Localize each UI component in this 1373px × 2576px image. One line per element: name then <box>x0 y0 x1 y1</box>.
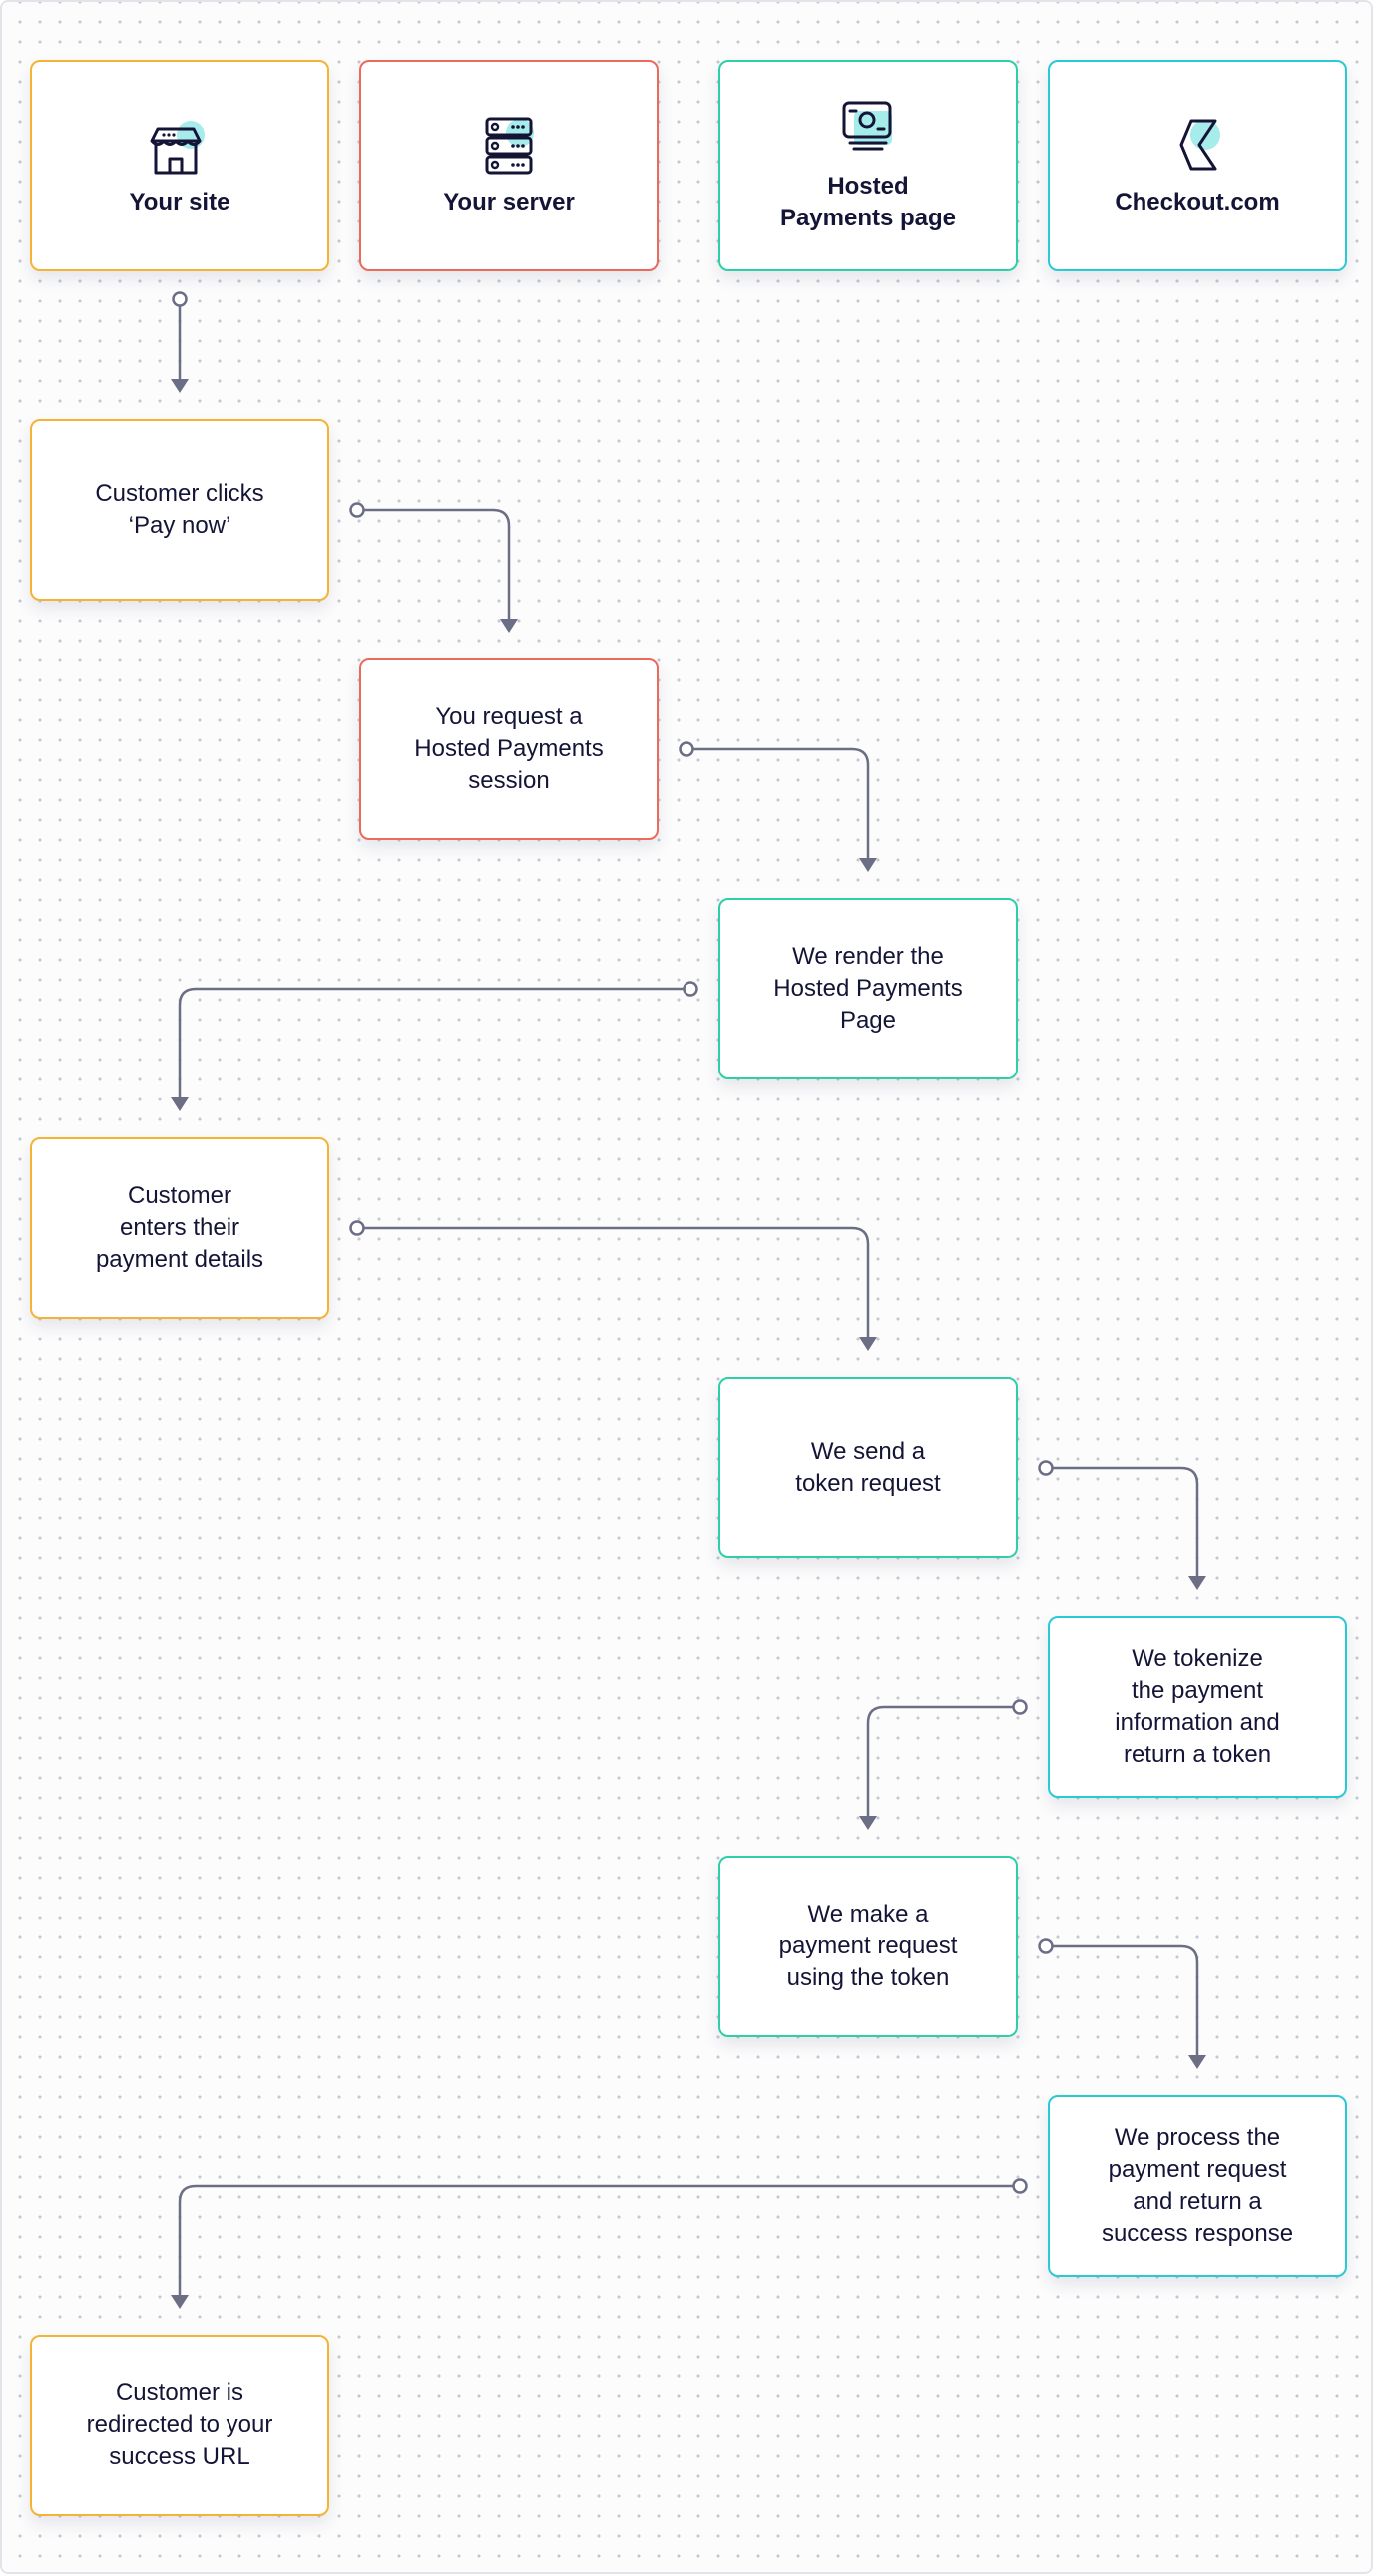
connector-line <box>178 2184 1014 2297</box>
arrow-head <box>859 858 877 872</box>
lane-header-hosted-payments-page: Hosted Payments page <box>718 60 1018 271</box>
step-send-token-request: We send a token request <box>718 1377 1018 1558</box>
step-label: Customer clicks ‘Pay now’ <box>95 480 264 539</box>
lane-header-your-server: Your server <box>359 60 659 271</box>
lane-header-label: Checkout.com <box>1115 189 1280 215</box>
arrow-head <box>1188 1576 1206 1590</box>
checkout-logo-icon <box>1161 113 1233 177</box>
connector-line <box>692 747 870 860</box>
connector-start-dot <box>172 291 188 307</box>
arrow-head <box>171 2295 189 2309</box>
step-label: You request a Hosted Payments session <box>414 703 604 794</box>
arrow-head <box>500 619 518 633</box>
lane-header-label: Your site <box>129 189 230 215</box>
step-label: We make a payment request using the toke… <box>778 1901 958 1991</box>
connector-line <box>866 1705 1014 1818</box>
step-make-payment-request: We make a payment request using the toke… <box>718 1856 1018 2037</box>
arrow-head <box>859 1337 877 1351</box>
step-label: We send a token request <box>795 1438 941 1497</box>
arrow-head <box>171 1097 189 1111</box>
step-label: We render the Hosted Payments Page <box>773 943 963 1034</box>
step-label: Customer is redirected to your success U… <box>86 2379 273 2470</box>
connector-line <box>363 508 511 621</box>
storefront-icon <box>144 113 216 177</box>
connector-line <box>1052 1944 1199 2057</box>
server-icon <box>473 113 545 177</box>
step-customer-clicks-pay-now: Customer clicks ‘Pay now’ <box>30 419 329 601</box>
connector-start-dot <box>1012 1699 1028 1715</box>
step-render-hosted-payments-page: We render the Hosted Payments Page <box>718 898 1018 1079</box>
connector-line <box>363 1226 870 1339</box>
connector-start-dot <box>683 981 698 997</box>
step-label: We process the payment request and retur… <box>1101 2124 1294 2247</box>
connector-start-dot <box>1038 1460 1054 1476</box>
step-request-session: You request a Hosted Payments session <box>359 658 659 840</box>
connector-line <box>178 987 685 1099</box>
step-customer-enters-payment-details: Customer enters their payment details <box>30 1137 329 1319</box>
arrow-head <box>171 379 189 393</box>
connector-start-dot <box>1038 1938 1054 1954</box>
connector-start-dot <box>1012 2178 1028 2194</box>
step-customer-redirected: Customer is redirected to your success U… <box>30 2335 329 2516</box>
arrow-head <box>1188 2055 1206 2069</box>
connector-line <box>1052 1466 1199 1578</box>
cash-icon <box>832 97 904 161</box>
step-process-payment-request: We process the payment request and retur… <box>1048 2095 1347 2277</box>
connector-start-dot <box>679 741 694 757</box>
step-label: Customer enters their payment details <box>95 1182 264 1273</box>
arrow-head <box>859 1816 877 1830</box>
lane-header-label: Your server <box>443 189 575 215</box>
step-label: We tokenize the payment information and … <box>1115 1645 1280 1768</box>
lane-header-checkout-com: Checkout.com <box>1048 60 1347 271</box>
connector-start-dot <box>349 502 365 518</box>
connector-start-dot <box>349 1220 365 1236</box>
step-tokenize-payment: We tokenize the payment information and … <box>1048 1616 1347 1798</box>
lane-header-your-site: Your site <box>30 60 329 271</box>
lane-header-label: Hosted Payments page <box>779 173 957 231</box>
